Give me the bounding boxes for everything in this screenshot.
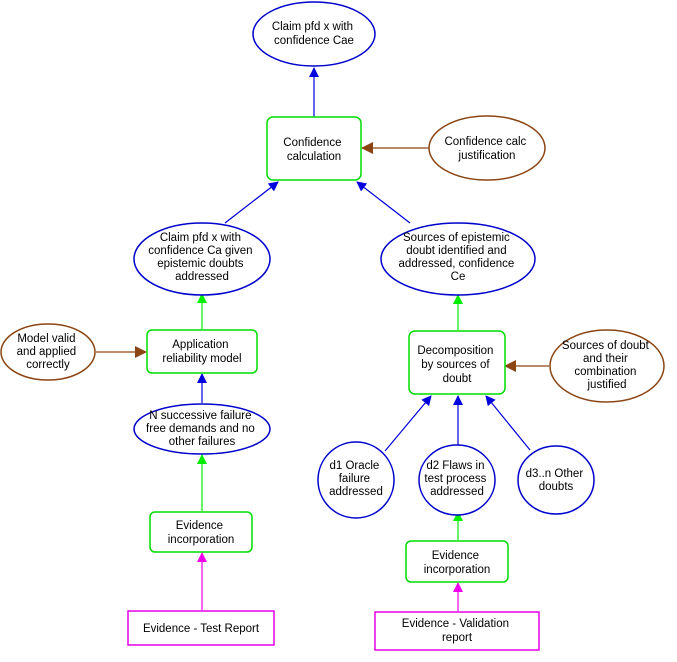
claim-node-top[interactable]: Claim pfd x with confidence Cae (252, 1, 376, 67)
edge-claim-ca-to-calc (224, 181, 279, 224)
node-text: d3..n Other doubts (526, 468, 587, 493)
evidence-node-test-report[interactable]: Evidence - Test Report (127, 610, 275, 646)
edge-d3-to-decomp (485, 395, 531, 451)
strategy-node-evidence-incorporation-left[interactable]: Evidence incorporation (149, 511, 253, 553)
nodes: Claim pfd x with confidence Cae Confiden… (0, 1, 665, 651)
justification-node-sources-of-doubt[interactable]: Sources of doubt and their combination j… (549, 329, 665, 403)
node-text: Sources of epistemic doubt identified an… (399, 232, 518, 283)
strategy-node-decomposition[interactable]: Decomposition by sources of doubt (408, 330, 506, 395)
node-text: Model valid and applied correctly (17, 333, 80, 371)
node-text: Evidence incorporation (168, 520, 234, 546)
evidence-node-validation-report[interactable]: Evidence - Validation report (374, 611, 540, 651)
claim-node-d1-oracle-failure[interactable]: d1 Oracle failure addressed (317, 441, 395, 519)
justification-node-model-valid[interactable]: Model valid and applied correctly (0, 323, 96, 381)
node-text: Sources of doubt and their combination j… (562, 340, 652, 391)
edge-sources-ce-to-calc (356, 181, 411, 224)
strategy-node-confidence-calculation[interactable]: Confidence calculation (266, 116, 362, 181)
node-text: Claim pfd x with confidence Ca given epi… (148, 232, 255, 283)
node-text: Evidence - Validation report (402, 618, 512, 644)
node-text: d2 Flaws in test process addressed (424, 460, 489, 498)
node-text: Claim pfd x with confidence Cae (272, 21, 356, 47)
node-text: N successive failure free demands and no… (146, 410, 258, 448)
strategy-node-evidence-incorporation-right[interactable]: Evidence incorporation (405, 540, 509, 583)
edge-d1-to-decomp (384, 395, 432, 452)
node-text: Confidence calc justification (444, 136, 529, 162)
strategy-node-application-reliability-model[interactable]: Application reliability model (146, 329, 258, 374)
claim-node-d3-other-doubts[interactable]: d3..n Other doubts (517, 445, 595, 515)
node-text: Evidence - Test Report (143, 623, 260, 635)
node-text: Decomposition by sources of doubt (417, 345, 496, 385)
claim-node-d2-flaws-in-test-process[interactable]: d2 Flaws in test process addressed (418, 444, 496, 516)
node-text: Application reliability model (162, 339, 241, 365)
edges (96, 67, 549, 611)
claim-node-confidence-ca[interactable]: Claim pfd x with confidence Ca given epi… (133, 222, 271, 296)
node-text: Evidence incorporation (424, 550, 490, 576)
justification-node-confidence-calc[interactable]: Confidence calc justification (428, 115, 546, 181)
claim-node-sources-of-doubt-ce[interactable]: Sources of epistemic doubt identified an… (380, 222, 536, 296)
node-text: Confidence calculation (283, 137, 344, 163)
claim-node-n-successive-failures[interactable]: N successive failure free demands and no… (133, 403, 271, 455)
node-text: d1 Oracle failure addressed (329, 460, 383, 498)
